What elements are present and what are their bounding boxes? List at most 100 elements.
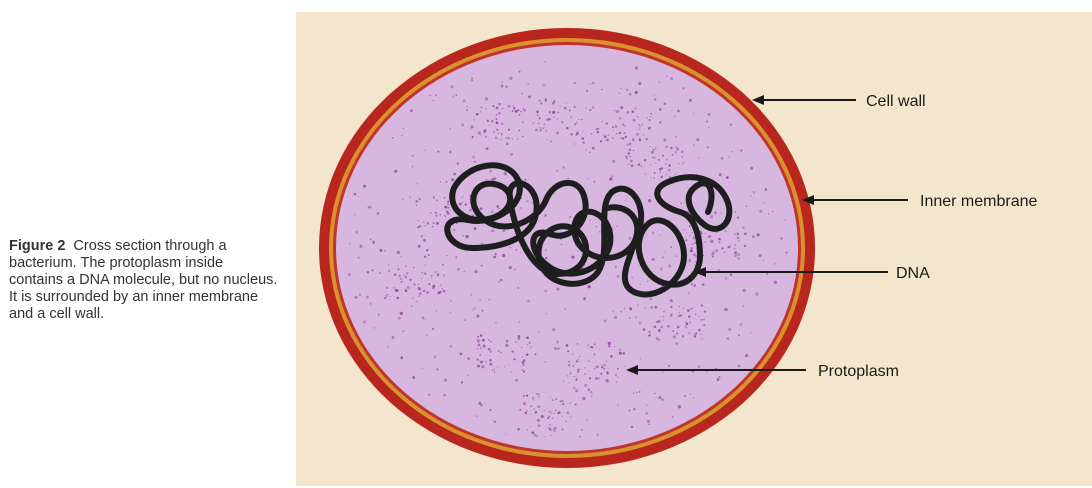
granule-dot bbox=[752, 235, 755, 238]
granule-dot bbox=[584, 373, 586, 375]
granule-dot bbox=[561, 244, 563, 246]
granule-dot bbox=[677, 315, 679, 317]
granule-dot bbox=[588, 389, 590, 391]
granule-dot bbox=[398, 317, 401, 320]
granule-dot bbox=[567, 177, 569, 179]
granule-dot bbox=[772, 211, 774, 213]
granule-dot bbox=[719, 173, 722, 176]
granule-dot bbox=[433, 197, 435, 199]
granule-dot bbox=[620, 88, 621, 89]
granule-dot bbox=[422, 368, 423, 369]
granule-dot bbox=[470, 125, 473, 128]
granule-dot bbox=[496, 129, 498, 131]
granule-dot bbox=[496, 118, 498, 120]
granule-dot bbox=[367, 271, 369, 273]
granule-dot bbox=[547, 417, 549, 419]
granule-dot bbox=[405, 276, 408, 279]
granule-dot bbox=[565, 420, 567, 422]
granule-dot bbox=[435, 310, 437, 312]
granule-dot bbox=[379, 249, 382, 252]
granule-dot bbox=[701, 304, 703, 306]
granule-dot bbox=[627, 111, 629, 113]
granule-dot bbox=[623, 352, 626, 355]
granule-dot bbox=[501, 139, 502, 140]
granule-dot bbox=[435, 212, 437, 214]
granule-dot bbox=[568, 361, 570, 363]
granule-dot bbox=[628, 237, 631, 240]
granule-dot bbox=[591, 395, 593, 397]
granule-dot bbox=[681, 151, 684, 154]
granule-dot bbox=[659, 168, 661, 170]
granule-dot bbox=[535, 353, 537, 355]
granule-dot bbox=[405, 266, 406, 267]
granule-dot bbox=[472, 309, 473, 310]
granule-dot bbox=[702, 324, 704, 326]
granule-dot bbox=[608, 134, 610, 136]
granule-dot bbox=[676, 332, 678, 334]
granule-dot bbox=[612, 126, 614, 128]
granule-dot bbox=[493, 131, 495, 133]
granule-dot bbox=[442, 288, 443, 289]
granule-dot bbox=[734, 248, 736, 250]
granule-dot bbox=[693, 397, 694, 398]
granule-dot bbox=[694, 335, 696, 337]
granule-dot bbox=[459, 203, 462, 206]
granule-dot bbox=[513, 107, 516, 110]
granule-dot bbox=[695, 261, 697, 263]
granule-dot bbox=[453, 172, 456, 175]
granule-dot bbox=[785, 251, 788, 254]
granule-dot bbox=[426, 249, 428, 251]
granule-dot bbox=[557, 118, 558, 119]
granule-dot bbox=[744, 245, 746, 247]
granule-dot bbox=[571, 133, 574, 136]
granule-dot bbox=[546, 118, 548, 120]
granule-dot bbox=[578, 119, 579, 120]
granule-dot bbox=[746, 205, 748, 207]
granule-dot bbox=[659, 121, 661, 123]
granule-dot bbox=[698, 316, 699, 317]
granule-dot bbox=[636, 133, 639, 136]
granule-dot bbox=[722, 247, 724, 249]
granule-dot bbox=[686, 323, 689, 326]
granule-dot bbox=[443, 290, 446, 293]
granule-dot bbox=[572, 353, 573, 354]
granule-dot bbox=[449, 128, 451, 130]
granule-dot bbox=[540, 127, 541, 128]
granule-dot bbox=[711, 253, 714, 256]
granule-dot bbox=[431, 275, 433, 277]
granule-dot bbox=[625, 366, 626, 367]
granule-dot bbox=[394, 274, 396, 276]
granule-dot bbox=[759, 254, 762, 257]
granule-dot bbox=[530, 346, 531, 347]
granule-dot bbox=[566, 127, 569, 130]
granule-dot bbox=[663, 316, 664, 317]
granule-dot bbox=[620, 137, 622, 139]
granule-dot bbox=[404, 275, 405, 276]
granule-dot bbox=[576, 378, 577, 379]
granule-dot bbox=[659, 339, 661, 341]
label-inner-membrane: Inner membrane bbox=[920, 193, 1037, 210]
granule-dot bbox=[654, 325, 657, 328]
granule-dot bbox=[738, 365, 741, 368]
granule-dot bbox=[670, 299, 673, 302]
granule-dot bbox=[635, 66, 638, 69]
granule-dot bbox=[700, 231, 702, 233]
granule-dot bbox=[653, 149, 655, 151]
granule-dot bbox=[655, 148, 656, 149]
granule-dot bbox=[652, 258, 655, 261]
granule-dot bbox=[520, 207, 522, 209]
granule-dot bbox=[424, 273, 426, 275]
granule-dot bbox=[588, 360, 590, 362]
granule-dot bbox=[730, 124, 732, 126]
granule-dot bbox=[625, 156, 627, 158]
granule-dot bbox=[620, 311, 622, 313]
granule-dot bbox=[570, 372, 572, 374]
granule-dot bbox=[489, 359, 492, 362]
granule-dot bbox=[527, 429, 528, 430]
granule-dot bbox=[593, 181, 595, 183]
granule-dot bbox=[633, 392, 635, 394]
granule-dot bbox=[622, 138, 624, 140]
granule-dot bbox=[377, 212, 380, 215]
granule-dot bbox=[417, 220, 418, 221]
granule-dot bbox=[615, 266, 617, 268]
